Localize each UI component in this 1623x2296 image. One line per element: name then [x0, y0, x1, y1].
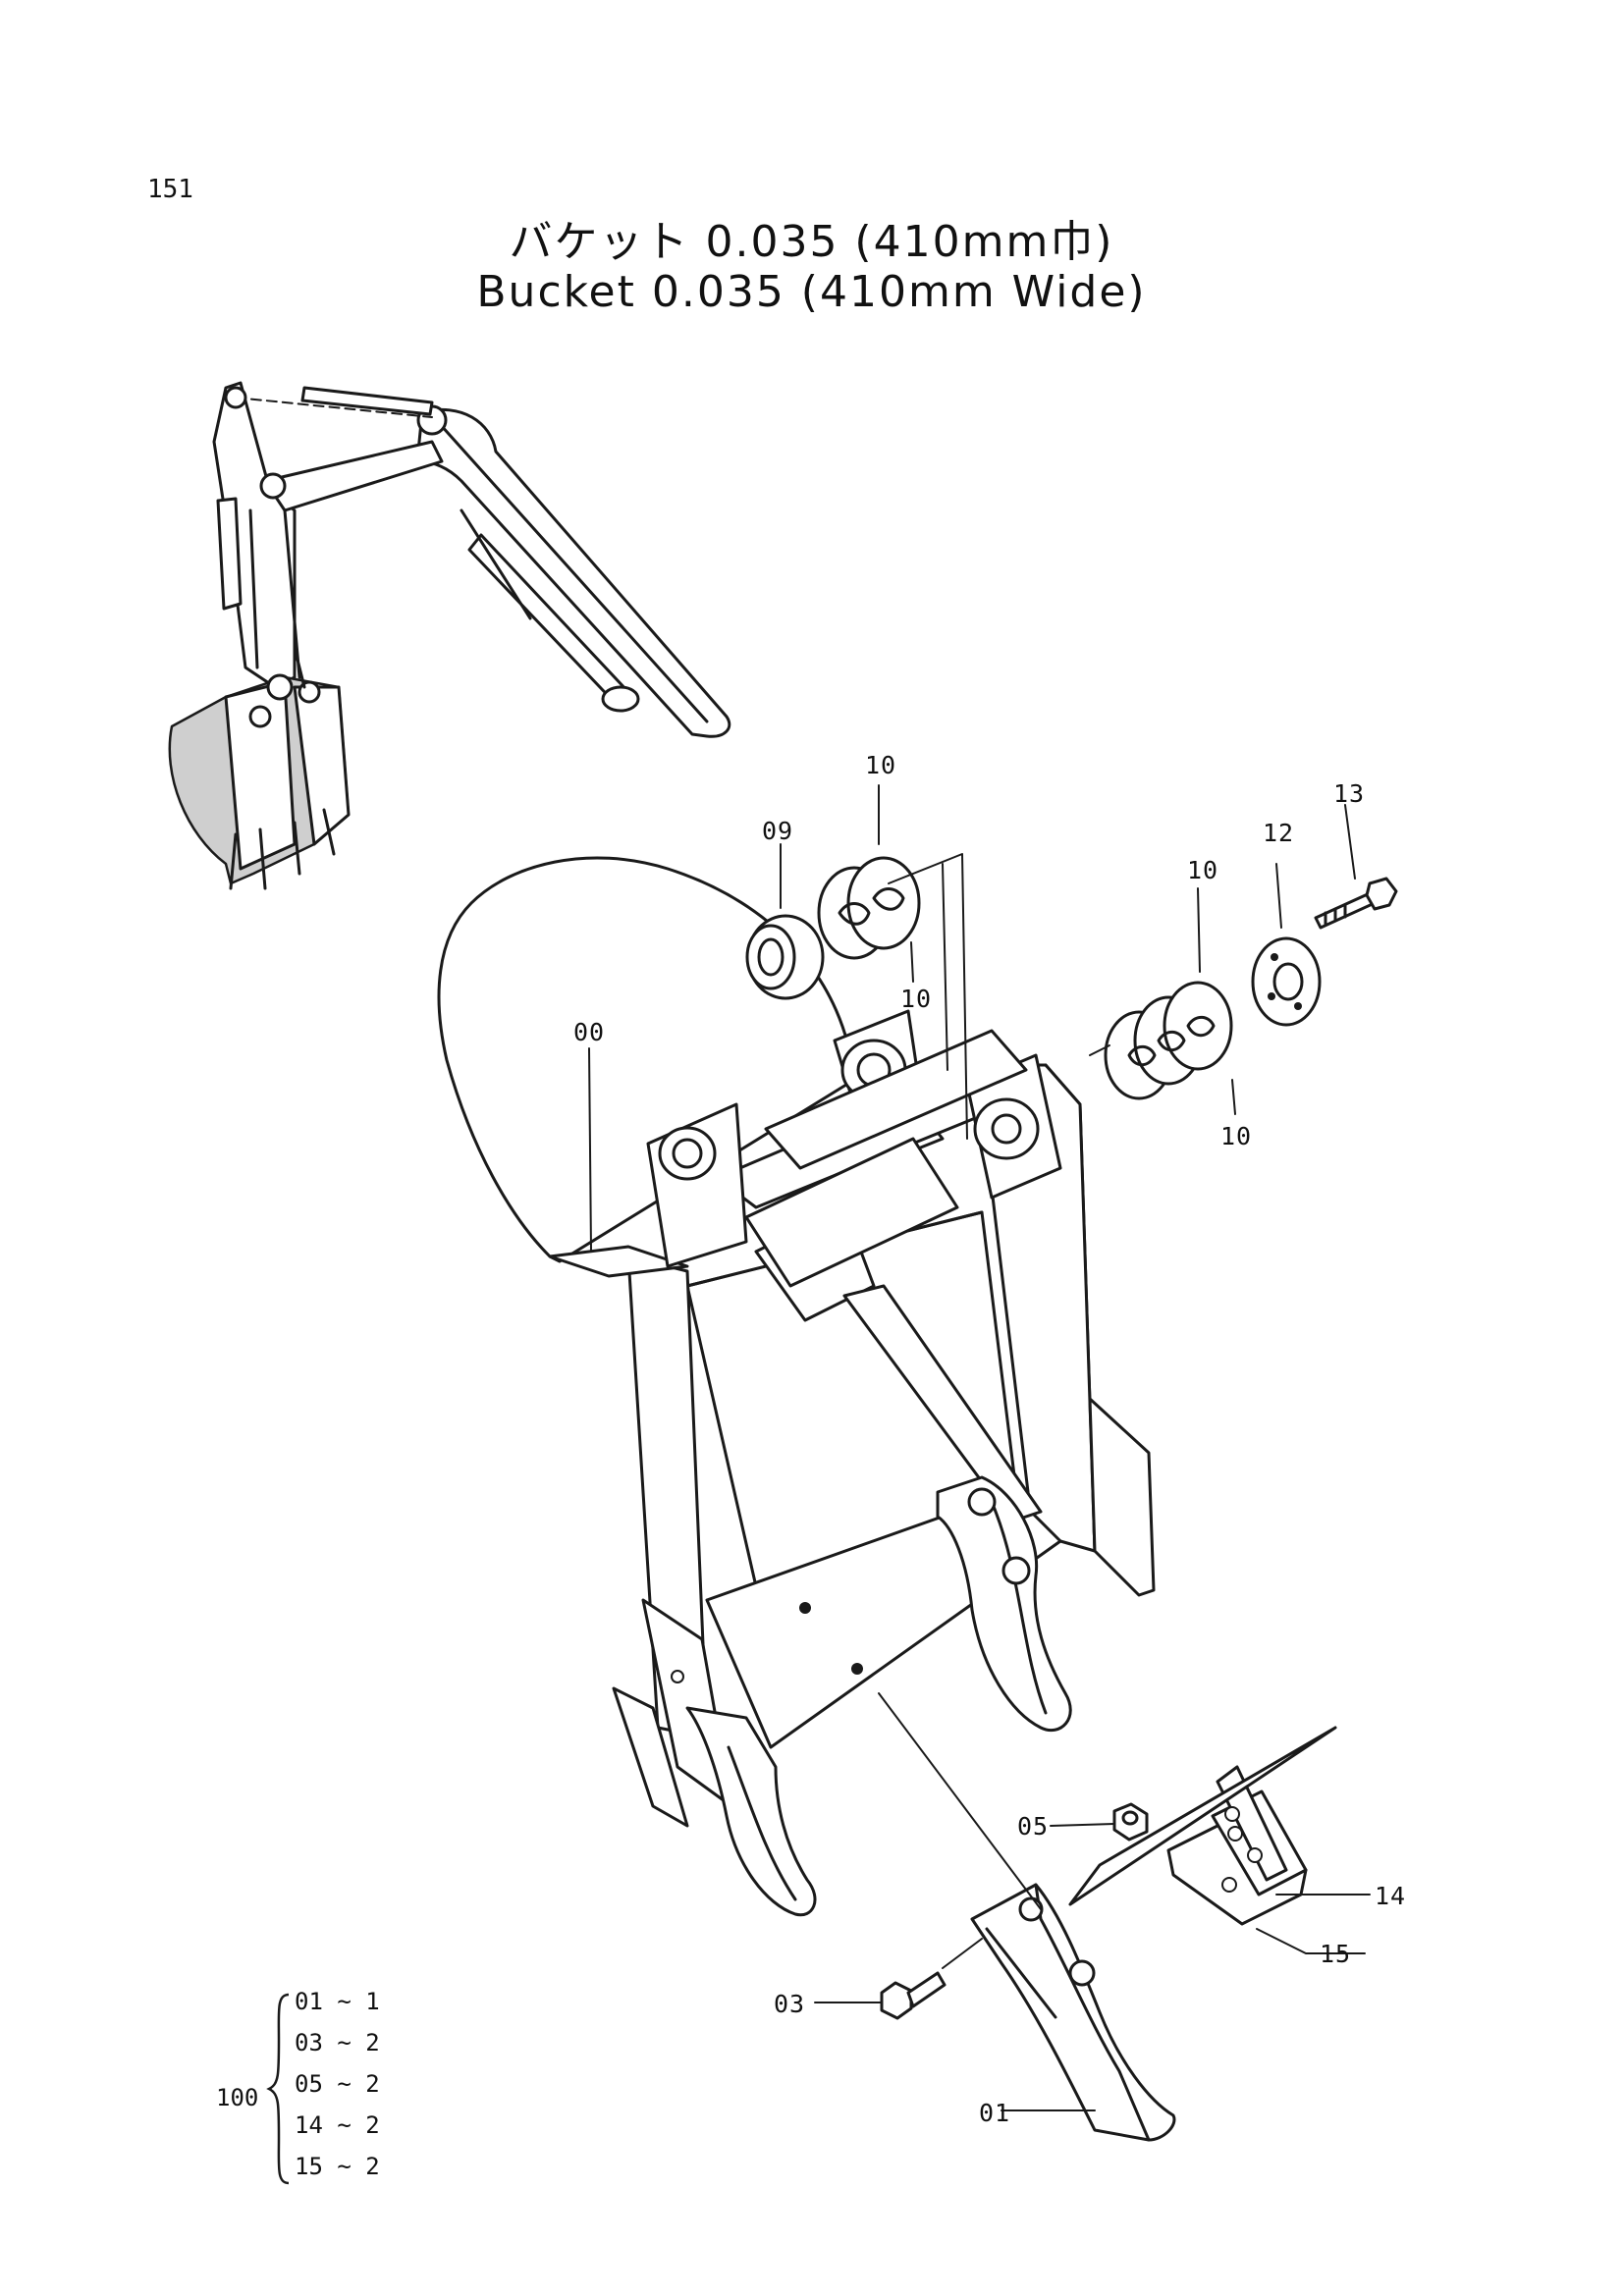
callout-13: 13 — [1333, 779, 1366, 808]
kit-item: 05 ~ 2 — [295, 2070, 380, 2098]
callout-03: 03 — [774, 1990, 806, 2018]
page-number: 151 — [147, 175, 193, 204]
part-03-bolt — [880, 1971, 947, 2020]
kit-item: 01 ~ 1 — [295, 1988, 380, 2015]
part-13-bolt — [1314, 877, 1398, 930]
callout-10-d: 10 — [1220, 1122, 1253, 1150]
part-10-shims-lower — [1104, 981, 1233, 1100]
excavator-arm-inset — [168, 381, 731, 890]
part-01-tooth — [970, 1883, 1176, 2142]
tooth-right — [936, 1475, 1072, 1732]
part-10-shims-upper — [817, 856, 921, 960]
part-12-plate — [1251, 936, 1322, 1027]
callout-09: 09 — [762, 817, 794, 845]
brace-icon — [266, 1993, 290, 2185]
kit-item: 15 ~ 2 — [295, 2153, 380, 2180]
kit-item: 03 ~ 2 — [295, 2029, 380, 2056]
title-english: Bucket 0.035 (410mm Wide) — [476, 267, 1147, 317]
kit-number: 100 — [216, 2084, 259, 2111]
tooth-left — [685, 1706, 817, 1917]
callout-15: 15 — [1320, 1940, 1352, 1968]
callout-14: 14 — [1375, 1882, 1407, 1910]
title-japanese: バケット 0.035 (410mm巾) — [509, 217, 1114, 267]
part-09-bushing — [745, 914, 825, 1000]
callout-00: 00 — [573, 1018, 606, 1046]
kit-item: 14 ~ 2 — [295, 2111, 380, 2139]
leader-lines — [588, 784, 1371, 2111]
callout-01: 01 — [979, 2099, 1011, 2127]
callout-10-b: 10 — [900, 985, 933, 1013]
callout-10-c: 10 — [1187, 856, 1219, 884]
callout-05: 05 — [1017, 1812, 1050, 1841]
callout-12: 12 — [1263, 819, 1295, 847]
part-05-nut — [1112, 1802, 1149, 1842]
callout-10-a: 10 — [865, 751, 897, 779]
